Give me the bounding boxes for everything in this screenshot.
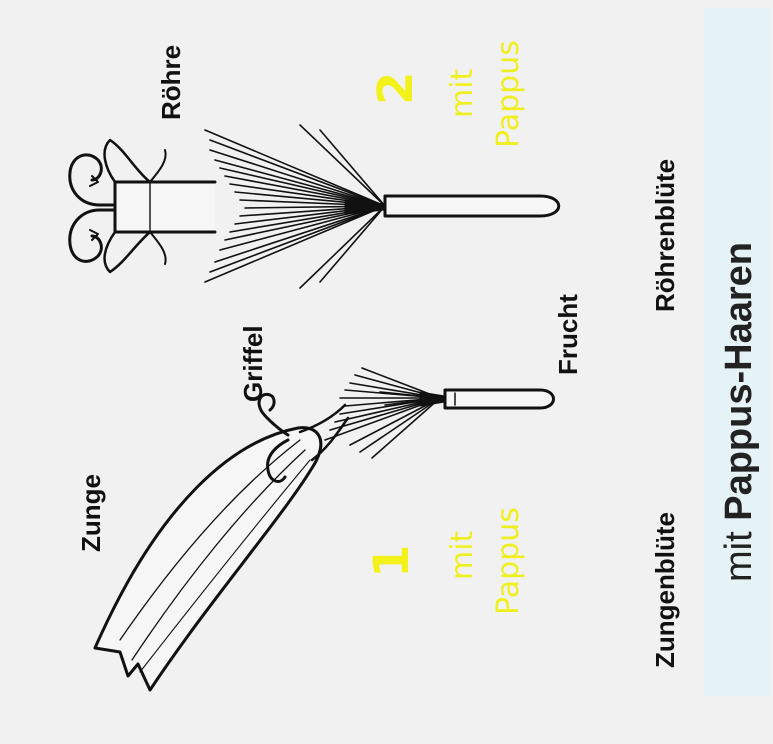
annotation-pappus-1: Pappus (494, 507, 524, 615)
annotation-number-1: 1 (368, 545, 416, 578)
label-roehre: Röhre (158, 45, 184, 120)
annotation-pappus-2: Pappus (494, 40, 524, 148)
annotation-mit-1: mit (448, 531, 478, 580)
ligulate-floret (95, 368, 554, 690)
caption: mit Pappus-Haaren (720, 242, 758, 582)
label-zungenbluete: Zungenblüte (652, 512, 678, 668)
label-frucht: Frucht (555, 294, 581, 375)
stigma (70, 155, 115, 205)
pappus-bristles-1 (325, 368, 440, 458)
label-griffel: Griffel (240, 325, 266, 402)
label-zunge: Zunge (78, 474, 104, 552)
corolla-tube (115, 182, 215, 232)
annotation-mit-2: mit (448, 69, 478, 118)
label-roehrenbluete: Röhrenblüte (652, 159, 678, 312)
fruit-achene-2 (385, 196, 559, 216)
annotation-number-2: 2 (372, 72, 420, 105)
caption-emphasis: Pappus-Haaren (718, 242, 760, 521)
caption-prefix: mit (718, 521, 760, 582)
fruit-achene-1 (445, 390, 554, 408)
tubular-floret (70, 125, 559, 288)
